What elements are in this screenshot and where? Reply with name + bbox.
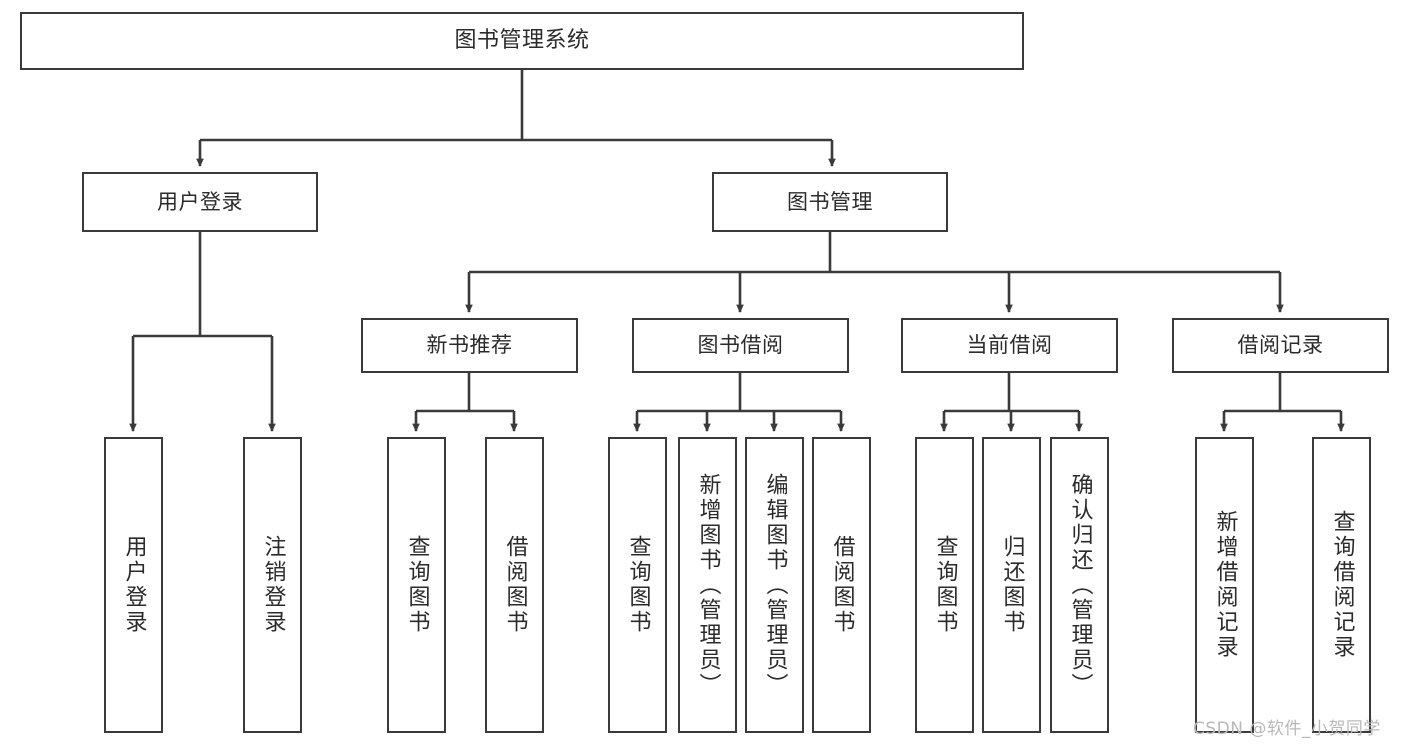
node-leaf-edit-book-label: 编辑图书（管理员） <box>762 472 788 698</box>
node-leaf-user-logout[interactable]: 注销登录 <box>243 437 302 733</box>
node-leaf-query-book-1-label: 查询图书 <box>404 535 430 635</box>
node-leaf-query-book-3[interactable]: 查询图书 <box>915 437 974 733</box>
node-book-manage[interactable]: 图书管理 <box>712 172 948 232</box>
node-leaf-query-book-3-label: 查询图书 <box>932 535 958 635</box>
node-leaf-query-book-2[interactable]: 查询图书 <box>608 437 667 733</box>
node-new-book-recommend[interactable]: 新书推荐 <box>361 318 578 373</box>
node-book-manage-label: 图书管理 <box>787 189 873 214</box>
node-root[interactable]: 图书管理系统 <box>20 12 1024 70</box>
node-leaf-add-book[interactable]: 新增图书（管理员） <box>678 437 737 733</box>
node-leaf-return-book[interactable]: 归还图书 <box>982 437 1041 733</box>
node-leaf-add-record[interactable]: 新增借阅记录 <box>1195 437 1254 733</box>
node-leaf-user-login[interactable]: 用户登录 <box>104 437 163 733</box>
node-leaf-borrow-book-2[interactable]: 借阅图书 <box>812 437 871 733</box>
node-leaf-confirm-return[interactable]: 确认归还（管理员） <box>1050 437 1109 733</box>
node-leaf-query-record-label: 查询借阅记录 <box>1329 510 1355 660</box>
node-current-borrow[interactable]: 当前借阅 <box>901 318 1118 373</box>
node-leaf-query-record[interactable]: 查询借阅记录 <box>1312 437 1371 733</box>
node-leaf-add-book-label: 新增图书（管理员） <box>695 472 721 698</box>
node-leaf-confirm-return-label: 确认归还（管理员） <box>1067 472 1093 698</box>
node-leaf-edit-book[interactable]: 编辑图书（管理员） <box>745 437 804 733</box>
node-borrow-record[interactable]: 借阅记录 <box>1172 318 1389 373</box>
node-leaf-query-book-1[interactable]: 查询图书 <box>387 437 446 733</box>
node-book-borrow-label: 图书借阅 <box>697 333 784 358</box>
node-leaf-borrow-book-1[interactable]: 借阅图书 <box>485 437 544 733</box>
csdn-watermark: CSDN @软件_小贺同学 <box>1193 719 1381 739</box>
node-leaf-borrow-book-1-label: 借阅图书 <box>502 535 528 635</box>
node-leaf-return-book-label: 归还图书 <box>999 535 1025 635</box>
node-leaf-user-logout-label: 注销登录 <box>260 535 286 635</box>
node-current-borrow-label: 当前借阅 <box>966 333 1053 358</box>
node-new-book-recommend-label: 新书推荐 <box>426 333 513 358</box>
node-root-label: 图书管理系统 <box>454 28 590 54</box>
node-leaf-add-record-label: 新增借阅记录 <box>1212 510 1238 660</box>
node-borrow-record-label: 借阅记录 <box>1237 333 1324 358</box>
node-leaf-query-book-2-label: 查询图书 <box>625 535 651 635</box>
node-leaf-borrow-book-2-label: 借阅图书 <box>829 535 855 635</box>
node-leaf-user-login-label: 用户登录 <box>121 535 147 635</box>
node-book-borrow[interactable]: 图书借阅 <box>632 318 849 373</box>
node-user-login[interactable]: 用户登录 <box>82 172 318 232</box>
node-user-login-label: 用户登录 <box>157 189 243 214</box>
